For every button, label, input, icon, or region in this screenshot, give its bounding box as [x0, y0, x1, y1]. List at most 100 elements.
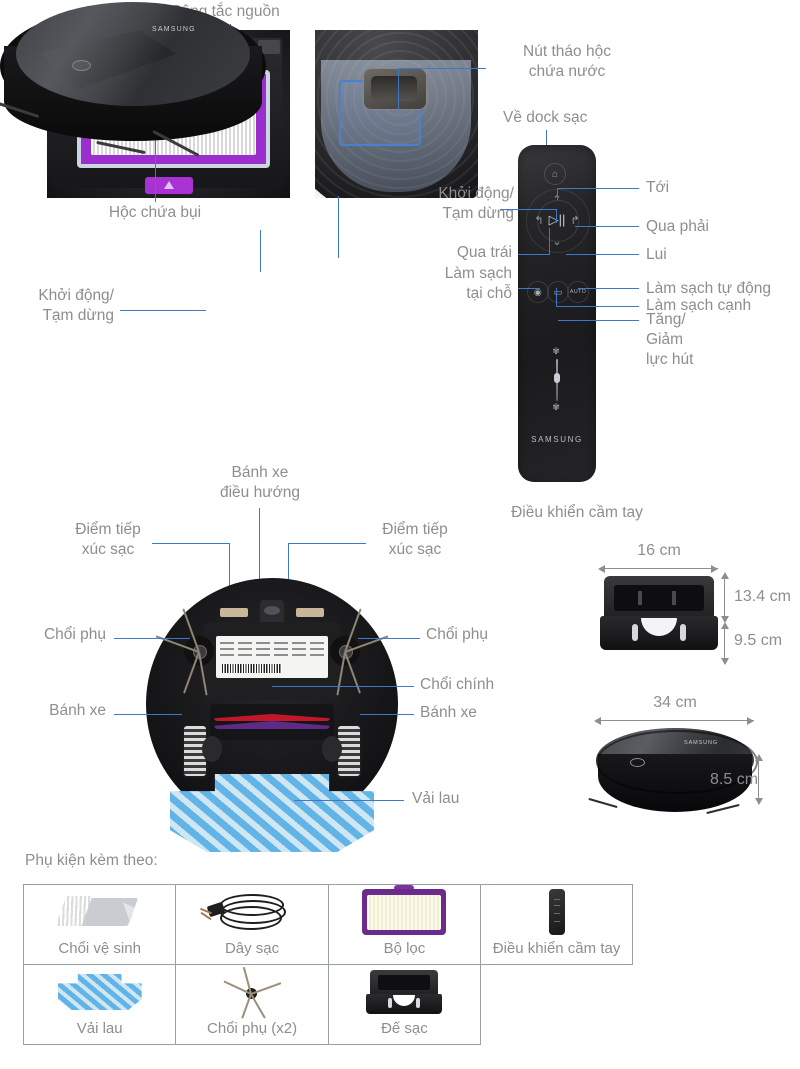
label-side-brush-left: Chổi phụ — [43, 626, 106, 643]
suction-up-icon[interactable]: ✾ — [552, 345, 560, 356]
accessory-label: Vải lau — [76, 1020, 123, 1037]
label-turn-left: Qua trái — [456, 244, 512, 261]
accessory-label: Chổi phụ (x2) — [207, 1020, 298, 1037]
dim-robot-height: 8.5 cm — [710, 771, 759, 788]
suction-down-icon[interactable]: ✾ — [552, 401, 560, 412]
leader-tank-release-h — [398, 68, 486, 70]
arrowhead-bottom-dock-height — [721, 616, 729, 623]
leader-tank-bottom — [338, 196, 340, 258]
side-brush-icon — [176, 966, 327, 1019]
leader-charging-right-v — [288, 543, 290, 613]
mop-cloth-icon — [24, 966, 175, 1018]
leader-edge-clean-v — [556, 288, 558, 306]
leader-backward — [566, 254, 639, 256]
auto-clean-icon[interactable]: AUTO — [567, 281, 589, 303]
dock-return-icon[interactable]: ⌂ — [544, 163, 566, 185]
remote-control-photo: ⌂ ⌃ ⌄ ↰ ↱ ▷|| ◉ ▭ AUTO ✾ ✾ SAMSUNG — [518, 145, 596, 482]
accessory-cell-cleaning-brush: Chổi vệ sinh — [22, 884, 177, 965]
dim-dock-height: 13.4 cm — [734, 588, 791, 605]
label-side-brush-right: Chổi phụ — [426, 626, 489, 643]
dim-arrow-dock-width — [600, 568, 718, 570]
label-mop-cloth: Vải lau — [412, 790, 460, 807]
charging-contact-pad-left — [220, 608, 248, 617]
robot-side-view-photo: SAMSUNG — [588, 728, 758, 820]
leader-wheel-left — [114, 714, 182, 716]
side-brush-right — [330, 608, 389, 696]
remote-control-icon — [481, 886, 632, 938]
leader-dust-bin — [155, 118, 157, 202]
charging-dock-icon — [329, 966, 480, 1018]
leader-charging-right-h — [288, 543, 366, 545]
side-brush-left — [155, 608, 214, 696]
leader-wheel-right — [360, 714, 414, 716]
arrowhead-bottom-robot-height — [755, 798, 763, 805]
accessory-cell-charging-dock: Đế sạc — [327, 964, 482, 1045]
arrowhead-top-dock-height — [721, 572, 729, 579]
leader-suction — [558, 320, 639, 322]
leader-start-pause-robot — [120, 310, 206, 312]
leader-nav-wheel — [259, 508, 261, 602]
arrowhead-right-robot-width — [747, 717, 754, 725]
robot-side-brand-text: SAMSUNG — [684, 740, 719, 746]
arrowhead-left-robot-width — [594, 717, 601, 725]
label-dock-return: Về dock sạc — [503, 109, 588, 126]
edge-clean-icon[interactable]: ▭ — [547, 281, 569, 303]
leader-charging-left-v — [229, 543, 231, 613]
dim-dock-depth: 9.5 cm — [734, 632, 783, 649]
turn-left-icon[interactable]: ↰ — [534, 214, 544, 227]
leader-turn-right — [575, 226, 639, 228]
label-remote-caption: Điều khiển cầm tay — [511, 504, 643, 521]
dim-arrow-robot-width — [596, 720, 754, 722]
leader-main-brush — [272, 686, 414, 688]
backward-icon[interactable]: ⌄ — [552, 235, 562, 248]
water-tank-photo — [315, 30, 478, 198]
accessory-cell-remote: Điều khiển cầm tay — [480, 884, 633, 965]
leader-turn-left-h — [518, 254, 550, 256]
leader-side-brush-left — [114, 638, 190, 640]
accessory-cell-mop-cloth: Vải lau — [22, 964, 177, 1045]
suction-slider-knob[interactable] — [554, 373, 560, 383]
main-brush — [210, 704, 334, 740]
table-row: Vải lau Chổi phụ (x2) Đế sạc — [22, 964, 633, 1045]
label-backward: Lui — [646, 246, 667, 263]
accessory-label: Điều khiển cầm tay — [492, 940, 621, 957]
leader-start-pause-remote-h — [500, 209, 557, 211]
table-row: Chổi vệ sinh Dây sạc Bộ lọc Đi — [22, 884, 633, 965]
arrowhead-top-dock-depth — [721, 622, 729, 629]
dim-dock-width: 16 cm — [637, 542, 681, 559]
robot-bottom-view-photo — [146, 578, 398, 852]
remote-brand-text: SAMSUNG — [531, 435, 583, 444]
turn-right-icon[interactable]: ↱ — [570, 214, 580, 227]
leader-robot-top-center — [260, 230, 262, 272]
robot-brand-text: SAMSUNG — [152, 26, 196, 33]
accessories-table: Chổi vệ sinh Dây sạc Bộ lọc Đi — [22, 884, 633, 1045]
spot-clean-icon[interactable]: ◉ — [527, 281, 549, 303]
accessory-label: Bộ lọc — [383, 940, 426, 957]
leader-charging-left-h — [152, 543, 230, 545]
accessory-label: Dây sạc — [224, 940, 280, 957]
leader-side-brush-right — [358, 638, 420, 640]
leader-start-pause-remote-v — [556, 209, 558, 223]
robot-start-pause-button[interactable] — [72, 60, 91, 71]
leader-mop-cloth — [294, 800, 404, 802]
leader-forward-h — [557, 188, 639, 190]
robot-top-view-photo: SAMSUNG — [0, 0, 266, 168]
label-start-pause-robot: Khởi động/Tạm dừng — [38, 287, 114, 324]
leader-edge-clean-h — [556, 306, 639, 308]
accessories-title: Phụ kiện kèm theo: — [25, 852, 158, 869]
label-main-brush: Chổi chính — [420, 676, 495, 693]
dim-arrow-dock-depth — [724, 628, 726, 664]
dim-arrow-robot-height — [758, 760, 760, 804]
filter-icon — [329, 885, 480, 938]
label-edge-clean: Làm sạch cạnh — [646, 297, 752, 314]
charging-contact-pad-right — [296, 608, 324, 617]
arrowhead-right-dock-width — [711, 565, 718, 573]
leader-turn-left-v — [549, 228, 551, 254]
leader-tank-release-v — [398, 68, 400, 110]
